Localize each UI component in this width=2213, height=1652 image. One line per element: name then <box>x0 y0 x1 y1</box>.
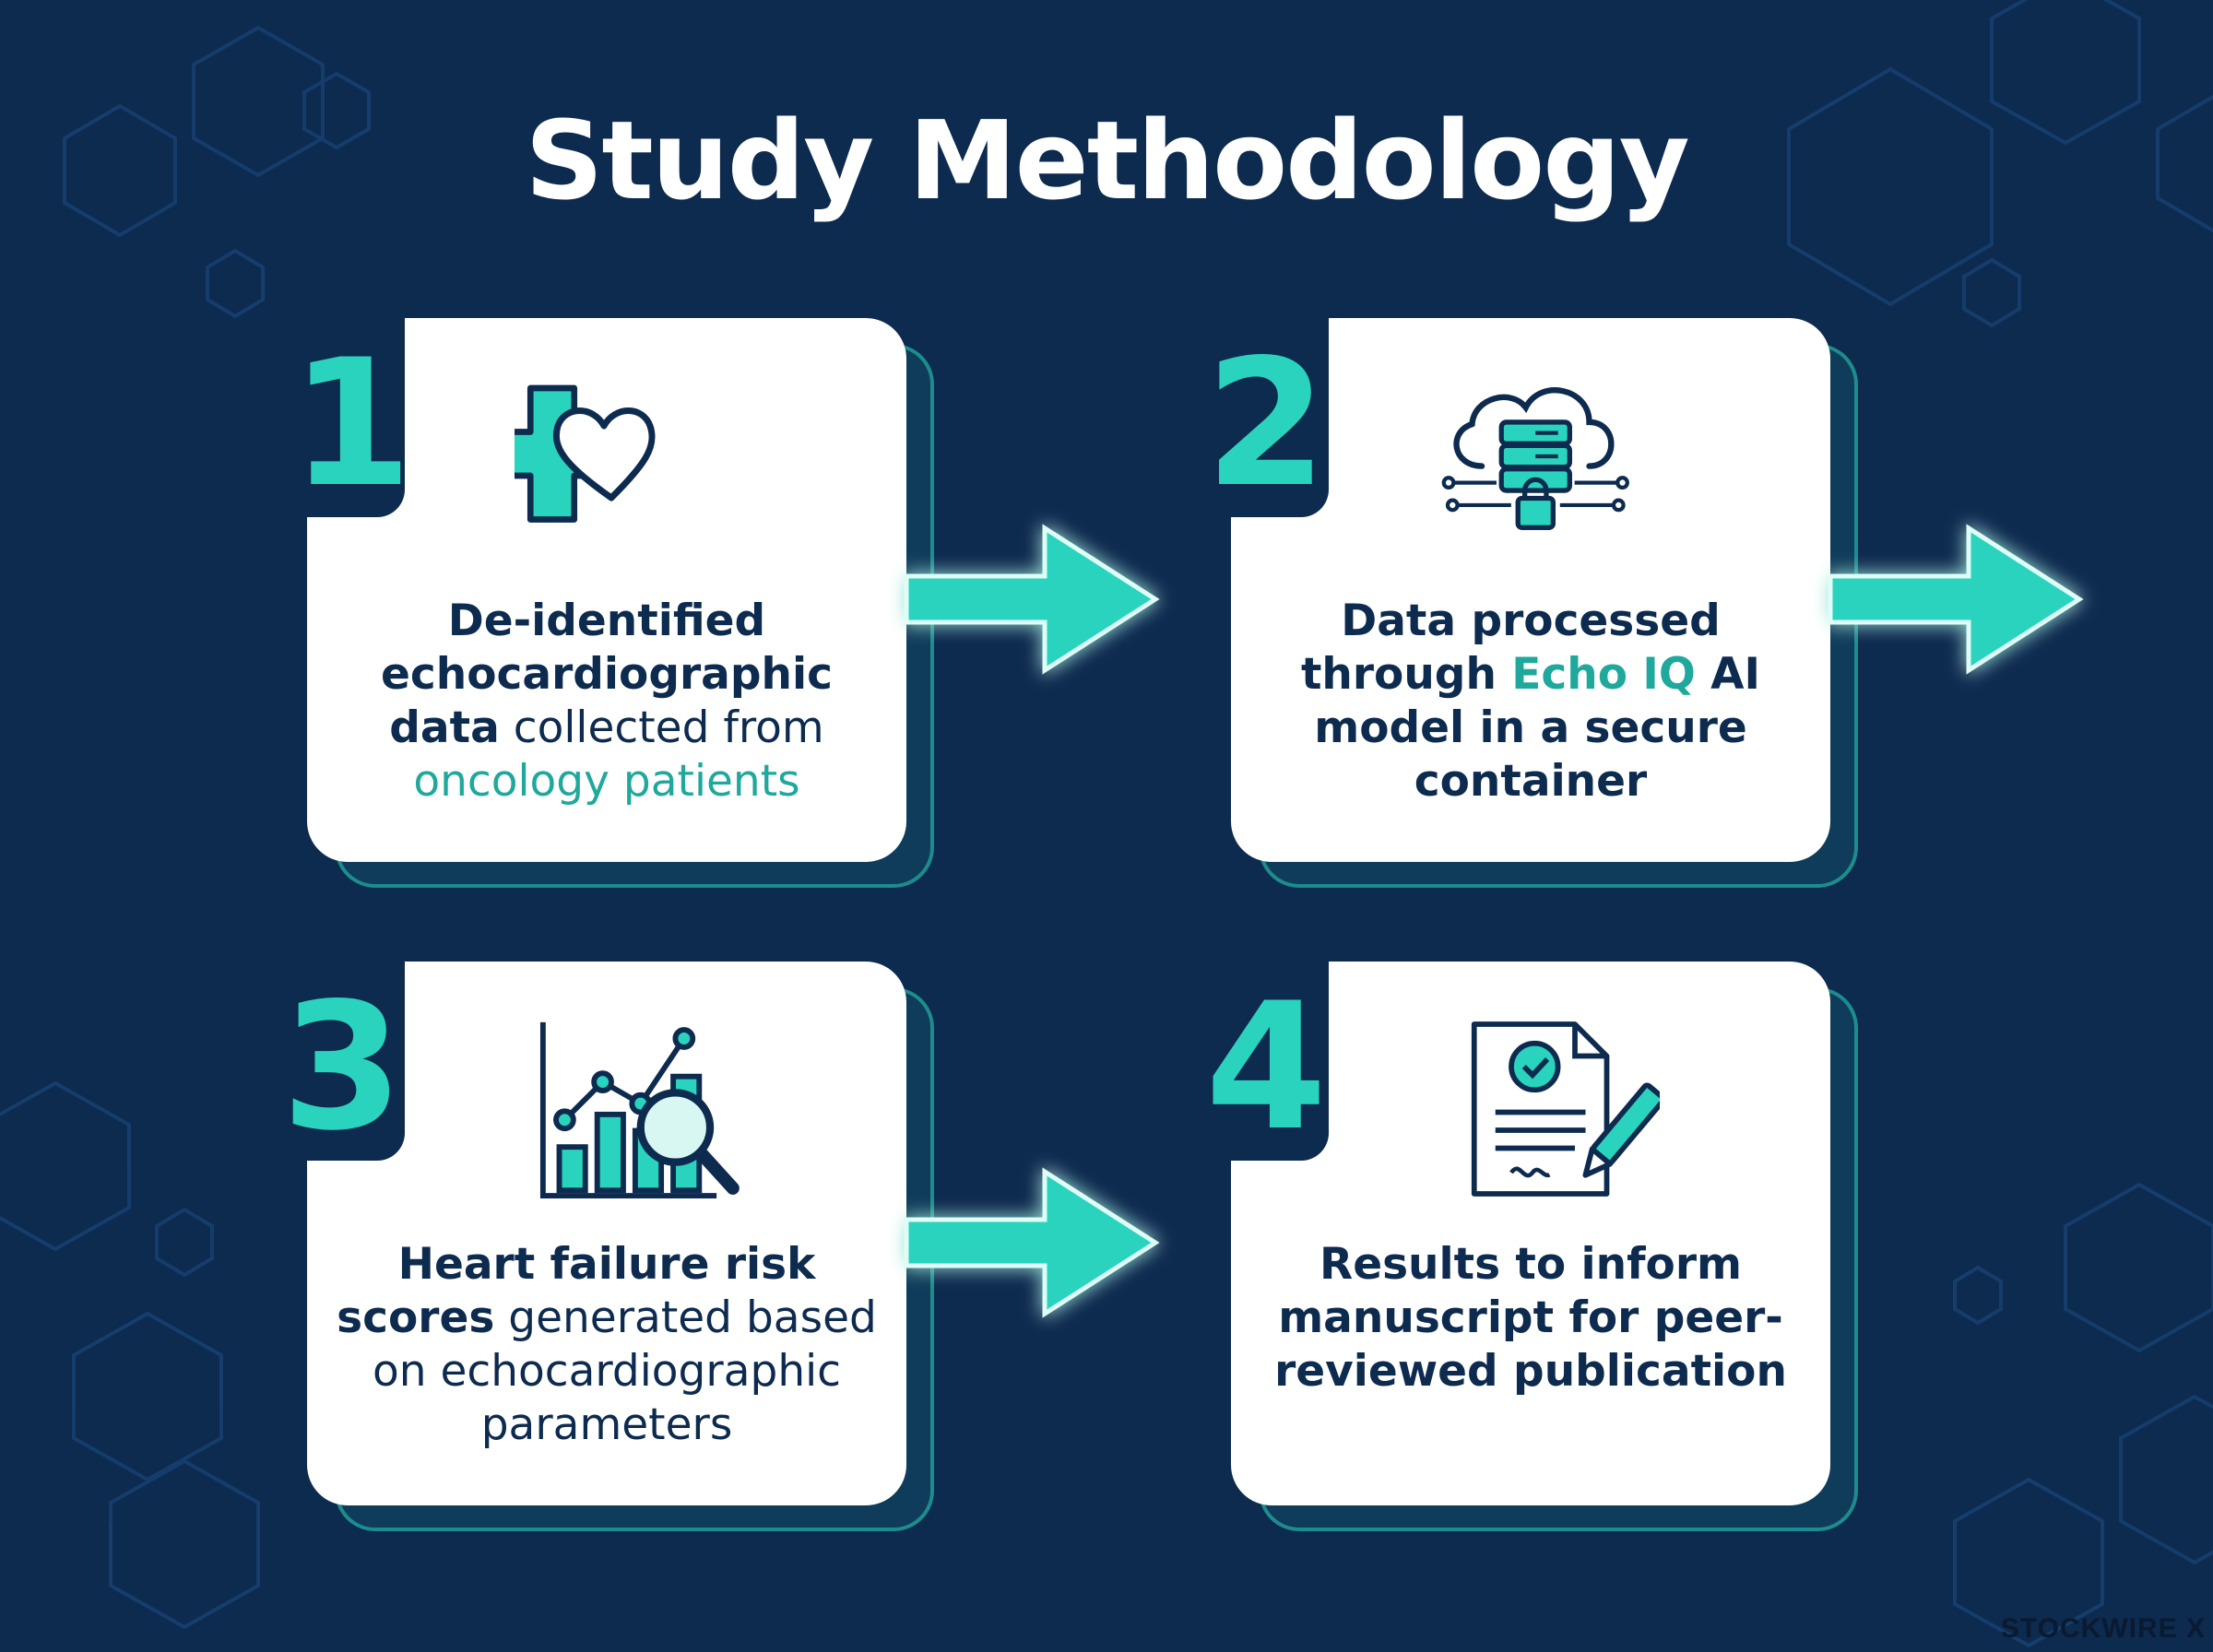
step-number: 3 <box>281 965 403 1169</box>
arrow-step-2-to-next <box>1828 521 2089 681</box>
step-number: 1 <box>290 322 412 525</box>
watermark: STOCKWIRE X <box>2000 1613 2206 1644</box>
arrow-step-3-to-4 <box>904 1164 1165 1325</box>
chart-magnifier-icon <box>539 1021 740 1199</box>
step-1-text: De-identified echocardiographic data col… <box>381 596 833 807</box>
step-2-text: Data processed through Echo IQ AI model … <box>1300 596 1761 807</box>
card-body <box>307 962 906 1505</box>
step-number: 4 <box>1205 965 1327 1169</box>
step-4-card: 4 Results to inform manuscript for peer-… <box>1205 960 1858 1531</box>
card-body <box>1231 318 1830 862</box>
number-notch <box>305 960 405 1161</box>
card-body <box>307 318 906 862</box>
step-2-card: 2 Data processed through Echo IQ AI mode… <box>1205 316 1858 888</box>
step-1-card: 1 De-identified echocardiographic data c… <box>290 316 934 888</box>
number-notch <box>1229 316 1329 517</box>
medical-cross-heart-icon <box>515 384 656 523</box>
cloud-server-lock-icon <box>1441 387 1629 530</box>
signed-document-icon <box>1471 1021 1660 1197</box>
arrow-step-1-to-2 <box>904 521 1165 681</box>
step-4-text: Results to inform manuscript for peer-re… <box>1274 1239 1787 1397</box>
step-number: 2 <box>1205 322 1327 525</box>
number-notch <box>305 316 405 517</box>
page-title: Study Methodology <box>525 97 1689 224</box>
step-3-card: 3 Heart failure risk scores generated ba… <box>281 960 934 1531</box>
number-notch <box>1229 960 1329 1161</box>
step-3-text: Heart failure risk scores generated base… <box>337 1239 877 1450</box>
